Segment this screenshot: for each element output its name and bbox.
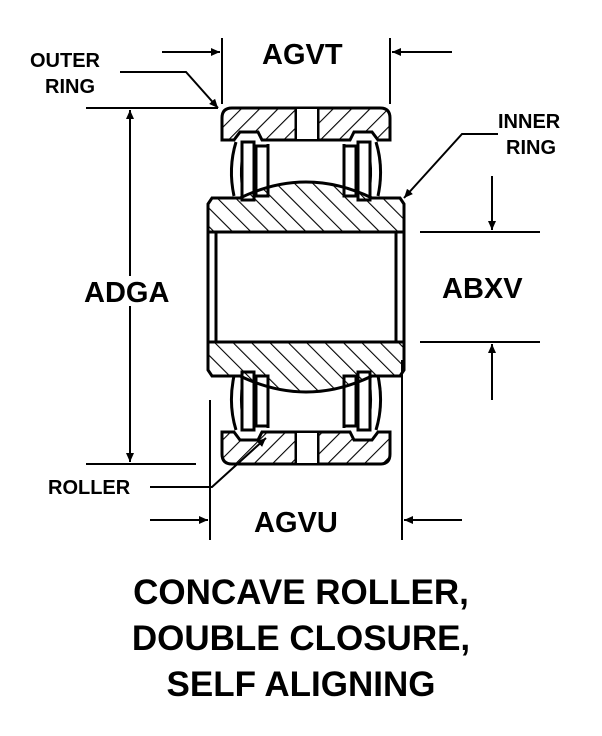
agvt-label: AGVT [262, 39, 343, 71]
closure-seals-bottom [229, 370, 383, 432]
outer-ring-label-line2: RING [45, 76, 95, 98]
inner-ring-label-line2: RING [506, 137, 556, 159]
caption-line-2: DOUBLE CLOSURE, [132, 619, 470, 658]
inner-ring-label-line1: INNER [498, 111, 561, 133]
roller-leader [150, 437, 267, 488]
callout-labels: OUTER RING INNER RING ROLLER AGVT AGVU A… [30, 39, 561, 539]
bearing-cross-section [206, 106, 406, 466]
adga-label: ADGA [84, 277, 169, 309]
outer-ring-leader [120, 71, 219, 109]
inner-ring-bottom [206, 340, 406, 394]
roller-label: ROLLER [48, 477, 131, 499]
outer-ring-top [220, 106, 392, 142]
inner-ring-top [206, 180, 406, 234]
outer-ring-label-line1: OUTER [30, 50, 101, 72]
caption: CONCAVE ROLLER, DOUBLE CLOSURE, SELF ALI… [132, 573, 470, 704]
caption-line-3: SELF ALIGNING [167, 665, 436, 704]
dimension-lines [86, 38, 540, 540]
abxv-label: ABXV [442, 273, 523, 305]
agvu-label: AGVU [254, 507, 338, 539]
inner-ring-leader [403, 133, 498, 199]
outer-ring-bottom [220, 430, 392, 466]
bore [206, 230, 406, 344]
closure-seals-top [229, 140, 383, 202]
caption-line-1: CONCAVE ROLLER, [133, 573, 469, 612]
